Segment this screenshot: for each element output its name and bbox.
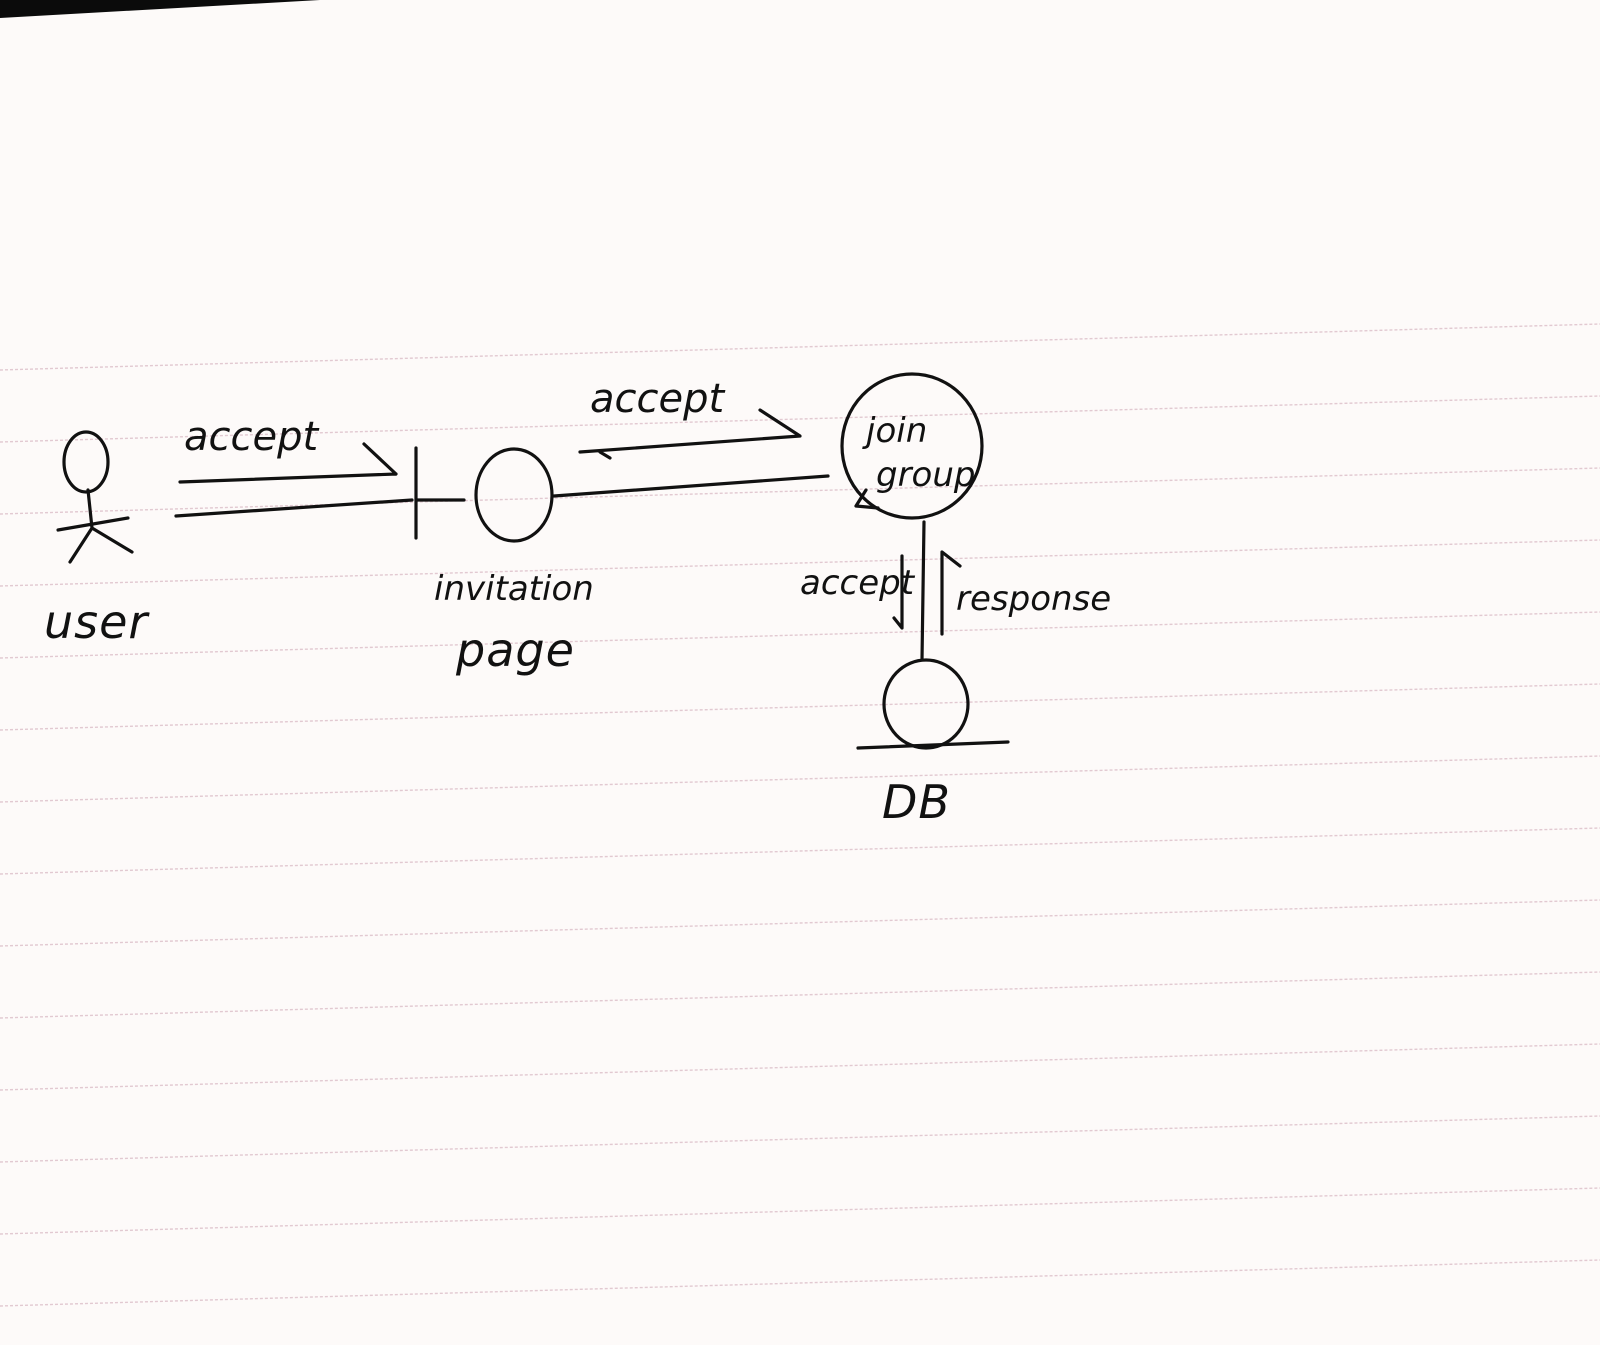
ruled-line (0, 611, 1600, 659)
control-circle (840, 372, 984, 520)
ruled-line (0, 323, 1600, 371)
invitation-label-line1: invitation (434, 569, 594, 609)
entity-underline (856, 740, 1010, 750)
boundary-circle (474, 447, 554, 543)
ruled-line (0, 683, 1600, 731)
entity-circle (882, 658, 970, 750)
db-entity: DB (856, 658, 1010, 829)
link-page-control: accept (552, 376, 830, 498)
ruled-line (0, 395, 1600, 443)
invitation-page-boundary: invitation page (414, 446, 594, 677)
message-arrow-accept-2 (578, 408, 802, 460)
ruled-line (0, 539, 1600, 587)
ruled-line (0, 827, 1600, 875)
message-label-response: response (956, 579, 1111, 619)
message-arrow-accept-1 (178, 442, 398, 484)
control-arrowhead (854, 488, 880, 510)
join-group-control: join group (840, 372, 984, 520)
ruled-line (0, 1115, 1600, 1163)
ruled-line (0, 1259, 1600, 1307)
link-line (174, 498, 414, 518)
ruled-line (0, 899, 1600, 947)
link-control-db: accept response (800, 520, 1111, 662)
message-arrow-response (940, 550, 962, 636)
message-label-accept-1: accept (184, 414, 319, 460)
ruled-line (0, 755, 1600, 803)
message-label-accept-2: accept (590, 376, 725, 422)
user-actor: user (44, 430, 150, 649)
user-label: user (44, 595, 150, 649)
link-line (920, 520, 926, 662)
message-arrow-accept-3 (892, 554, 904, 630)
ruled-line (0, 971, 1600, 1019)
ruled-line (0, 467, 1600, 515)
link-line (552, 474, 830, 498)
join-label-line2: group (876, 455, 976, 495)
ruled-line (0, 1187, 1600, 1235)
invitation-label-line2: page (455, 623, 575, 677)
ruled-line (0, 1043, 1600, 1091)
join-label-line1: join (862, 411, 927, 451)
actor-body (56, 488, 134, 564)
link-user-page: accept (174, 414, 414, 518)
actor-head (62, 430, 110, 494)
db-label: DB (882, 775, 951, 829)
message-label-accept-3: accept (800, 563, 916, 603)
